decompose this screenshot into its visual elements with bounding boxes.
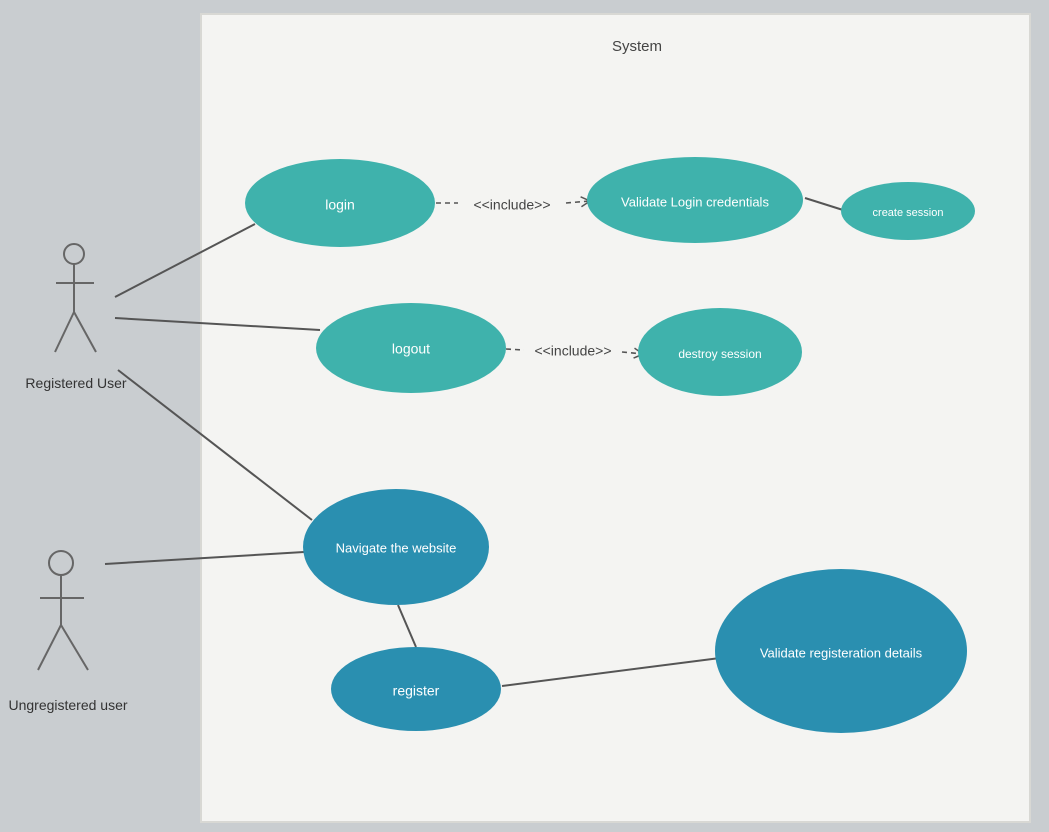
assoc-registered-navigate [117, 369, 313, 521]
use-case-register: register [331, 647, 501, 731]
use-case-create-session: create session [841, 182, 975, 240]
use-case-validate-login: Validate Login credentials [587, 157, 803, 243]
assoc-validate-create [804, 197, 844, 211]
use-case-label: login [325, 197, 355, 213]
use-case-logout: logout [316, 303, 506, 393]
include-arrow-login [565, 196, 592, 208]
actor-head [48, 550, 74, 576]
use-case-label: Validate registeration details [760, 645, 923, 660]
use-case-label: create session [873, 207, 944, 219]
include-relations [436, 196, 645, 359]
use-case-validate-registration: Validate registeration details [715, 569, 967, 733]
use-case-label: register [393, 683, 440, 699]
include-label-login: <<include>> [473, 197, 550, 213]
include-line-logout [505, 348, 525, 351]
use-case-label: destroy session [678, 347, 761, 361]
actor-registered-user [54, 243, 97, 353]
use-case-login: login [245, 159, 435, 247]
system-title: System [612, 38, 662, 55]
associations [104, 197, 844, 687]
assoc-register-validate [501, 657, 721, 687]
assoc-unregistered-navigate [104, 551, 305, 565]
use-case-label: Navigate the website [336, 540, 457, 555]
assoc-registered-login [114, 223, 256, 298]
use-case-label: logout [392, 341, 430, 357]
actor-label-unregistered: Ungregistered user [8, 697, 127, 713]
include-arrow-logout [621, 347, 645, 359]
use-case-destroy-session: destroy session [638, 308, 802, 396]
actor-unregistered-user [37, 550, 89, 671]
use-case-label: Validate Login credentials [621, 194, 769, 209]
include-label-logout: <<include>> [534, 343, 611, 359]
assoc-navigate-register [397, 604, 417, 648]
use-case-navigate: Navigate the website [303, 489, 489, 605]
actor-label-registered: Registered User [25, 375, 126, 391]
assoc-registered-logout [114, 317, 321, 331]
actor-head [63, 243, 85, 265]
